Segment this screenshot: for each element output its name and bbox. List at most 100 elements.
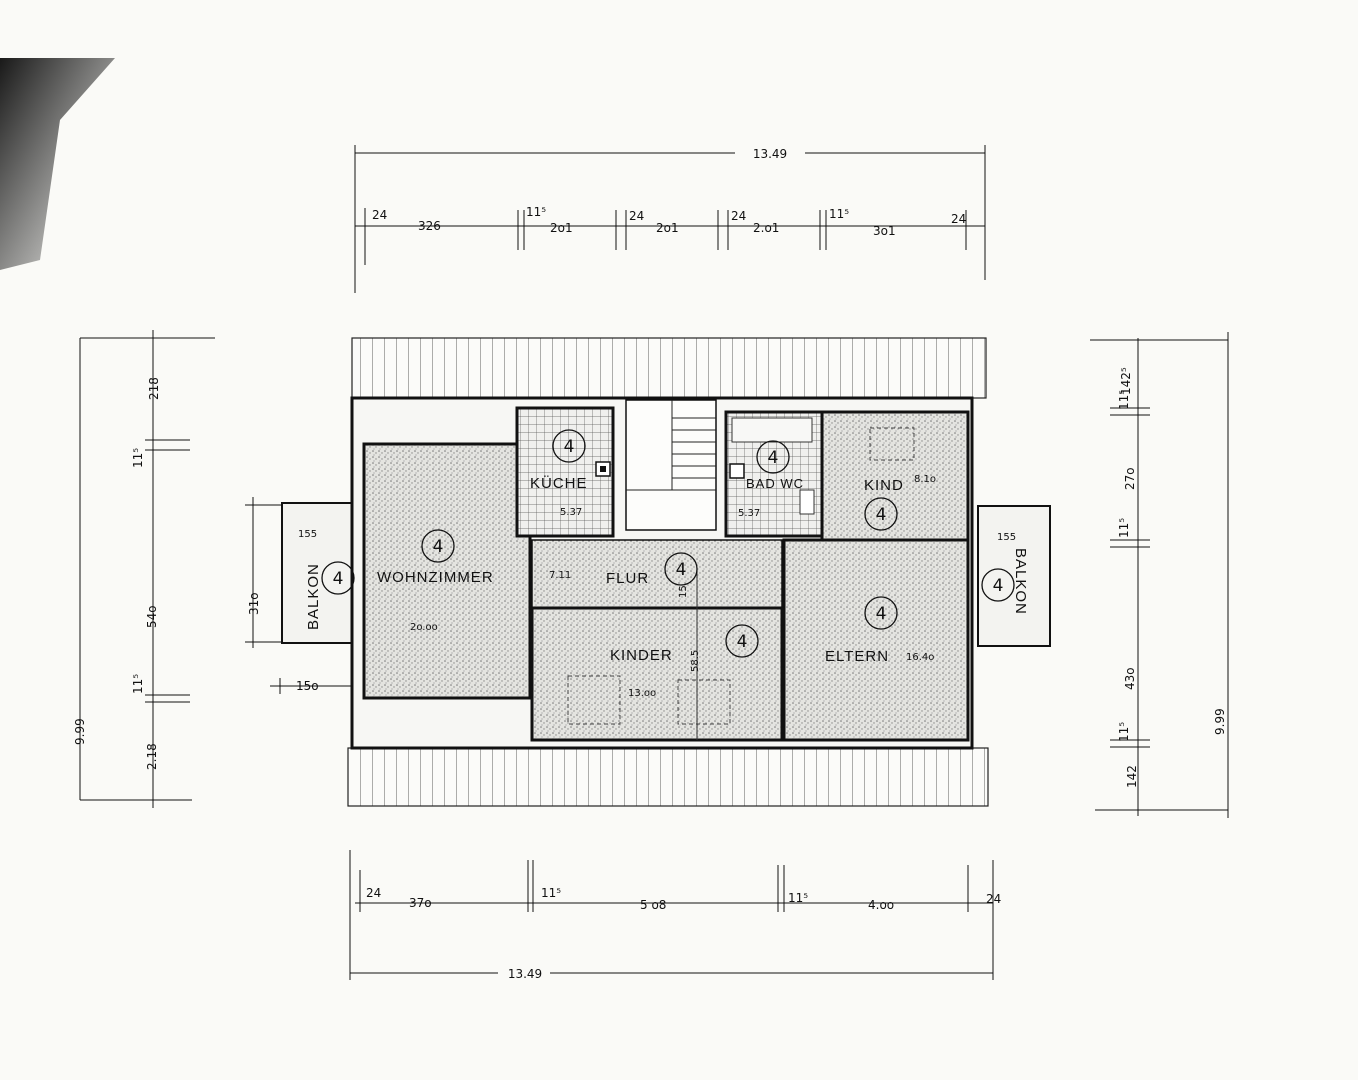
- room-number-label: 4: [876, 505, 887, 525]
- right-total-label: 9.99: [1213, 708, 1227, 735]
- top-total-dimension: 13.49: [753, 147, 787, 161]
- right-dimension-chain: [1090, 332, 1229, 818]
- bottom-dimension-chain: [349, 850, 994, 980]
- area-kinder: 13.oo: [628, 688, 656, 699]
- roof-eave-top: [351, 337, 987, 399]
- label-balkon-left: BALKON: [305, 563, 322, 630]
- flur-height-note: 15: [678, 585, 689, 598]
- area-balkon-left: 155: [298, 529, 317, 540]
- bottom-segment-label: 24: [986, 892, 1001, 906]
- room-flur: [531, 539, 783, 609]
- left-total-label: 9.99: [73, 718, 87, 745]
- label-bad-wc: BAD WC: [746, 476, 804, 491]
- label-wohnzimmer: WOHNZIMMER: [377, 569, 494, 586]
- room-number-circle: [421, 529, 455, 563]
- right-segment-label: 142: [1125, 765, 1139, 788]
- room-number-circle: [756, 440, 790, 474]
- area-wohnzimmer: 2o.oo: [410, 622, 438, 633]
- left-segment-label: 54o: [145, 605, 159, 628]
- bottom-segment-label: 4.oo: [868, 898, 894, 912]
- top-segment-label: 24: [372, 208, 387, 222]
- bottom-segment-label: 37o: [409, 896, 432, 910]
- left-segment-label: 2.18: [145, 743, 159, 770]
- roof-eave-bottom: [347, 747, 989, 807]
- balcony-dimension-label: 31o: [247, 592, 261, 615]
- area-bad-wc: 5.37: [738, 508, 760, 519]
- top-segment-label: 326: [418, 219, 441, 233]
- room-eltern: [782, 538, 970, 742]
- top-segment-label: 24: [629, 209, 644, 223]
- balcony-dimension-label: 15o: [296, 679, 319, 693]
- bed-kind-icon: [869, 427, 915, 461]
- room-number-label: 4: [433, 537, 444, 557]
- right-segment-label: 142⁵: [1119, 367, 1133, 395]
- left-segment-label: 11⁵: [131, 448, 145, 468]
- bottom-segment-label: 11⁵: [788, 891, 808, 905]
- label-kueche: KÜCHE: [530, 474, 588, 492]
- room-kinder: [530, 606, 784, 742]
- right-segment-label: 27o: [1123, 467, 1137, 490]
- room-number-label: 4: [564, 437, 575, 457]
- room-number-circle: [864, 497, 898, 531]
- area-kind: 8.1o: [914, 474, 936, 485]
- top-segment-label: 3o1: [873, 224, 896, 238]
- room-number-circle: [864, 596, 898, 630]
- bottom-segment-label: 5 o8: [640, 898, 666, 912]
- label-balkon-right: BALKON: [1012, 548, 1029, 615]
- label-kind: KIND: [864, 477, 904, 494]
- label-flur: FLUR: [606, 570, 649, 587]
- bathtub-icon: [731, 417, 813, 443]
- top-segment-label: 24: [731, 209, 746, 223]
- room-kind: [820, 410, 970, 542]
- washbasin-icon: [729, 463, 745, 479]
- room-wohnzimmer: [362, 442, 532, 700]
- right-segment-label: 43o: [1123, 667, 1137, 690]
- stove-burner-icon: [600, 466, 606, 472]
- stair-treads: [626, 400, 716, 491]
- room-number-circle: [552, 429, 586, 463]
- label-eltern: ELTERN: [825, 648, 889, 665]
- right-segment-label: 11⁵: [1117, 722, 1131, 742]
- room-number-label: 4: [876, 604, 887, 624]
- left-dimension-chain: [79, 330, 352, 808]
- label-kinder: KINDER: [610, 647, 673, 664]
- room-number-label: 4: [737, 632, 748, 652]
- area-eltern: 16.4o: [906, 652, 934, 663]
- top-segment-label: 2o1: [656, 221, 679, 235]
- scan-shadow: [0, 58, 115, 270]
- top-segment-label: 11⁵: [526, 205, 546, 219]
- room-number-circle: [725, 624, 759, 658]
- bottom-total-dimension: 13.49: [508, 967, 542, 981]
- area-flur: 7.11: [549, 570, 571, 581]
- top-segment-label: 11⁵: [829, 207, 849, 221]
- bottom-segment-label: 11⁵: [541, 886, 561, 900]
- room-number-circle: [981, 568, 1015, 602]
- balcony-right: [977, 505, 1051, 647]
- bed-kinder-left-icon: [567, 675, 621, 725]
- kinder-height-note: 58.5: [690, 650, 701, 672]
- bed-kinder-right-icon: [677, 679, 731, 725]
- top-dimension-chain: [354, 145, 986, 293]
- toilet-icon: [799, 489, 815, 515]
- area-balkon-right: 155: [997, 532, 1016, 543]
- room-number-label: 4: [768, 448, 779, 468]
- area-kueche: 5.37: [560, 507, 582, 518]
- left-segment-label: 11⁵: [131, 674, 145, 694]
- top-segment-label: 2o1: [550, 221, 573, 235]
- right-segment-label: 11⁵: [1117, 390, 1131, 410]
- room-stair: [625, 399, 717, 531]
- left-segment-labels: 218 11⁵ 54o 11⁵ 2.18 9.99 31o 15o: [73, 377, 319, 770]
- top-segment-label: 24: [951, 212, 966, 226]
- room-number-circle: [664, 552, 698, 586]
- bottom-segment-label: 24: [366, 886, 381, 900]
- room-number-label: 4: [993, 576, 1004, 596]
- bottom-segment-labels: 24 37o 11⁵ 5 o8 11⁵ 4.oo 24: [366, 886, 1001, 912]
- room-number-circle: [321, 561, 355, 595]
- room-number-label: 4: [333, 569, 344, 589]
- right-segment-label: 11⁵: [1117, 518, 1131, 538]
- left-segment-label: 218: [147, 377, 161, 400]
